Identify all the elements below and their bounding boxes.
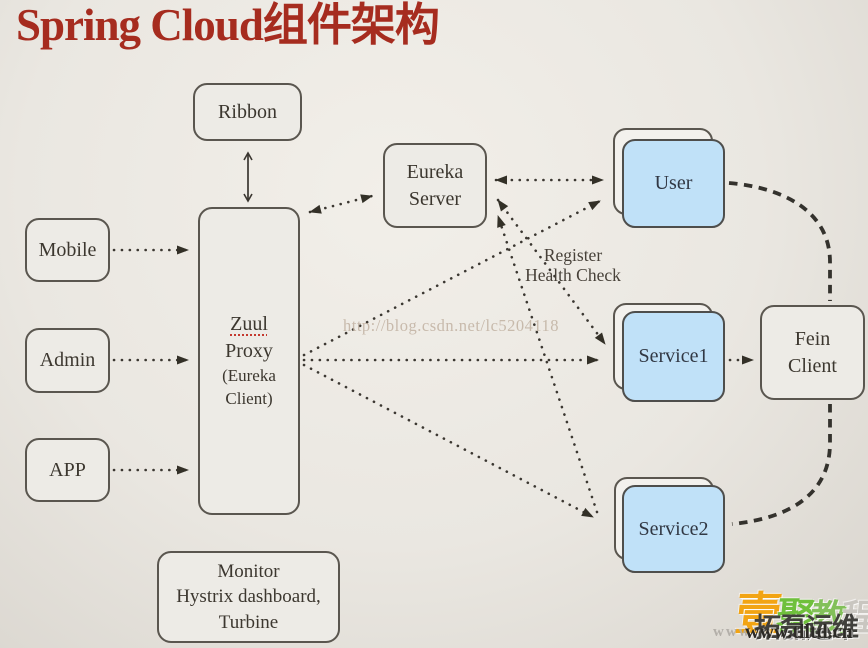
node-eureka-server: Eureka Server <box>383 143 487 228</box>
edge-fein-service2-arc <box>731 404 832 526</box>
edge-service2-eureka <box>496 214 599 514</box>
node-user: User <box>622 139 725 228</box>
node-zuul-proxy: Zuul Proxy (Eureka Client) <box>198 207 300 515</box>
node-ribbon: Ribbon <box>193 83 302 141</box>
page-title: Spring Cloud组件架构 <box>16 0 440 50</box>
watermark: http://blog.csdn.net/lc5204118 <box>343 316 560 335</box>
zuul-sub2: Client) <box>225 389 273 408</box>
zuul-sub1: (Eureka <box>222 366 276 386</box>
zuul-proxy-text: Zuul Proxy (Eureka Client) <box>222 311 276 411</box>
node-fein-client: Fein Client <box>760 305 865 400</box>
fein-line1: Fein <box>794 327 831 350</box>
fein-line2: Client <box>788 354 837 377</box>
node-service1: Service1 <box>622 311 725 402</box>
monitor-line1: Monitor <box>217 560 280 582</box>
edge-zuul-user <box>302 199 602 357</box>
zuul-name: Zuul <box>230 313 268 336</box>
monitor-text: Monitor Hystrix dashboard, Turbine <box>176 559 321 636</box>
edge-service1-eureka <box>496 198 607 346</box>
node-admin-label: Admin <box>39 349 96 371</box>
fein-client-text: Fein Client <box>788 326 837 380</box>
node-app-label: APP <box>49 458 86 481</box>
node-service2-label: Service2 <box>638 517 709 540</box>
logo-www-ghost: www <box>713 624 752 640</box>
annotation-line2: Health Check <box>525 265 621 286</box>
monitor-line2: Hystrix dashboard, <box>176 586 321 608</box>
eureka-server-text: Eureka Server <box>407 159 464 213</box>
zuul-role: Proxy <box>225 340 273 363</box>
annotation-line1: Register <box>543 245 603 265</box>
eureka-line1: Eureka <box>406 160 464 183</box>
monitor-line3: Turbine <box>218 611 279 633</box>
eureka-line2: Server <box>408 187 462 210</box>
logo-site-url: www.tlltd.cn <box>745 621 853 643</box>
node-user-label: User <box>654 172 693 194</box>
edge-user-fein-arc <box>728 181 832 301</box>
node-app: APP <box>25 438 110 502</box>
register-health-check-label: Register Health Check <box>498 245 648 285</box>
node-service1-label: Service1 <box>638 345 709 367</box>
node-ribbon-label: Ribbon <box>218 100 277 123</box>
logo-site-name: 拓磊运维 <box>754 613 859 643</box>
edge-zuul-service2 <box>302 363 595 519</box>
node-service2: Service2 <box>622 485 725 573</box>
node-mobile: Mobile <box>25 218 110 282</box>
node-monitor: Monitor Hystrix dashboard, Turbine <box>157 551 340 643</box>
node-mobile-label: Mobile <box>38 238 97 261</box>
edge-zuul-eureka <box>308 194 374 214</box>
node-admin: Admin <box>25 328 110 393</box>
